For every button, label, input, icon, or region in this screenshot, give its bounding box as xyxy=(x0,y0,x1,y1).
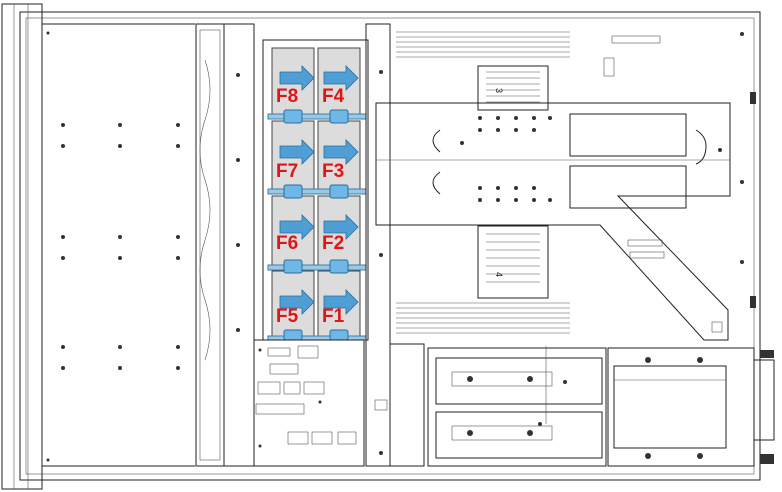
fan-f1-label: F1 xyxy=(322,306,345,327)
cpu-top-mark: 3 xyxy=(494,87,505,94)
fan-f4-label: F4 xyxy=(322,86,345,107)
fan-f6-label: F6 xyxy=(276,233,299,254)
fan-f3-label: F3 xyxy=(322,161,345,182)
center-bulkhead xyxy=(365,23,425,467)
dimm-slots-top xyxy=(396,31,570,58)
cpu-bottom-mark: 4 xyxy=(494,271,505,278)
fan-f5-label: F5 xyxy=(276,306,299,327)
fan-assembly xyxy=(262,39,369,341)
front-bezel xyxy=(1,3,195,490)
chassis-inner xyxy=(25,17,755,475)
fan-f7-label: F7 xyxy=(276,161,299,182)
chassis-outline xyxy=(19,11,761,481)
dimm-slots-bottom xyxy=(396,302,570,334)
backplane xyxy=(195,23,255,467)
motherboard xyxy=(375,31,756,341)
rear-drive-bays xyxy=(427,346,607,467)
power-distribution-board xyxy=(253,339,365,467)
fan-f2-label: F2 xyxy=(322,233,345,254)
power-supply xyxy=(607,347,775,467)
fan-f8-label: F8 xyxy=(276,86,299,107)
drive-cage-screws xyxy=(46,31,180,462)
